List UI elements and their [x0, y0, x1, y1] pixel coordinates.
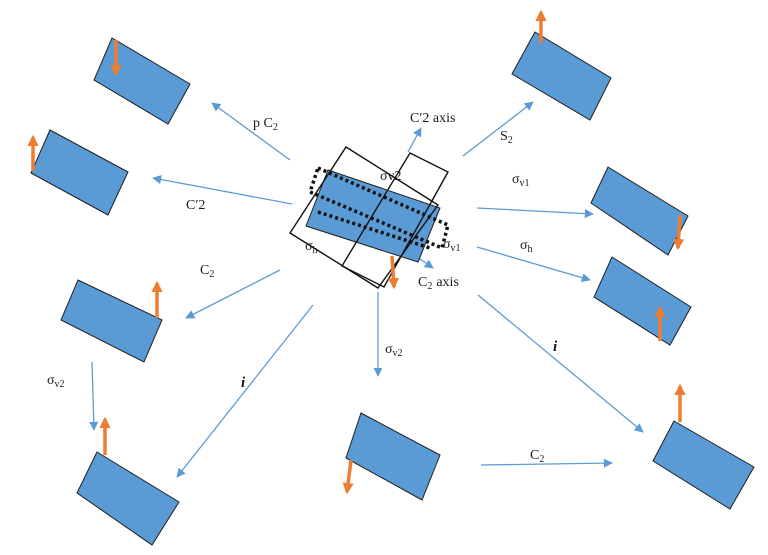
- label-sigma-v1-top: σv1: [512, 172, 530, 189]
- arrow-C2prime: [152, 175, 293, 205]
- arrow-S2: [462, 101, 534, 157]
- label-S2: S2: [500, 129, 513, 146]
- label-C2prime-axis: C′2 axis: [410, 111, 455, 126]
- block-shape: [93, 37, 191, 125]
- block-top-left: [93, 37, 191, 125]
- block-shape: [60, 279, 163, 363]
- label-sigma-v2-bottom: σv2: [385, 342, 403, 359]
- block-vector: [672, 214, 685, 251]
- label-sigma-v2-left: σv2: [47, 373, 65, 390]
- block-bottom-left: [76, 416, 180, 546]
- block-vector: [342, 459, 354, 495]
- label-C2prime: C′2: [186, 198, 205, 213]
- operation-labels: p C2 C′2 axis S2 C′2 σv2 σv1 σv1 σh σh C…: [47, 111, 558, 465]
- label-i-right: i: [553, 339, 558, 355]
- arrow-C2-left: [185, 269, 281, 319]
- operation-arrows: [89, 101, 644, 478]
- block-shape: [593, 256, 692, 346]
- block-mid-left: [60, 279, 163, 363]
- arrow-C2-bottom: [480, 458, 613, 468]
- outline-rect-a: [289, 146, 440, 289]
- block-shape: [511, 31, 612, 121]
- block-right-upper: [590, 166, 689, 256]
- label-sigma-v1-center: σv1: [443, 237, 461, 254]
- central-vector: [387, 255, 400, 290]
- label-i-left: i: [241, 375, 246, 391]
- arrow-pC2: [211, 102, 291, 161]
- block-shape: [652, 420, 755, 510]
- block-upper-left: [27, 129, 129, 216]
- arrow-i-left: [176, 304, 314, 478]
- central-molecule: [289, 146, 451, 290]
- arrow-i-right: [477, 294, 644, 433]
- arrow-sigma-v1-right: [476, 207, 594, 219]
- block-top-right: [511, 9, 612, 121]
- label-pC2: p C2: [253, 116, 278, 133]
- label-sigma-v2-center: σv2: [380, 169, 402, 184]
- label-sigma-h-center: σh: [305, 239, 318, 256]
- block-bottom-right: [652, 383, 755, 510]
- arrow-C2prime-axis: [407, 127, 422, 153]
- block-right-lower: [593, 256, 692, 346]
- label-sigma-h-right: σh: [520, 238, 533, 255]
- label-C2-bottom: C2: [530, 448, 544, 465]
- mirror-plane-sigma-h: [317, 210, 431, 250]
- block-shape: [30, 129, 129, 216]
- block-shape: [590, 166, 689, 256]
- label-C2-left: C2: [200, 263, 214, 280]
- arrow-sigma-h-right: [476, 246, 591, 283]
- block-shape: [345, 412, 441, 501]
- block-shape: [76, 451, 180, 546]
- block-bottom-center: [342, 412, 441, 501]
- arrow-sigma-v2-left: [89, 361, 99, 431]
